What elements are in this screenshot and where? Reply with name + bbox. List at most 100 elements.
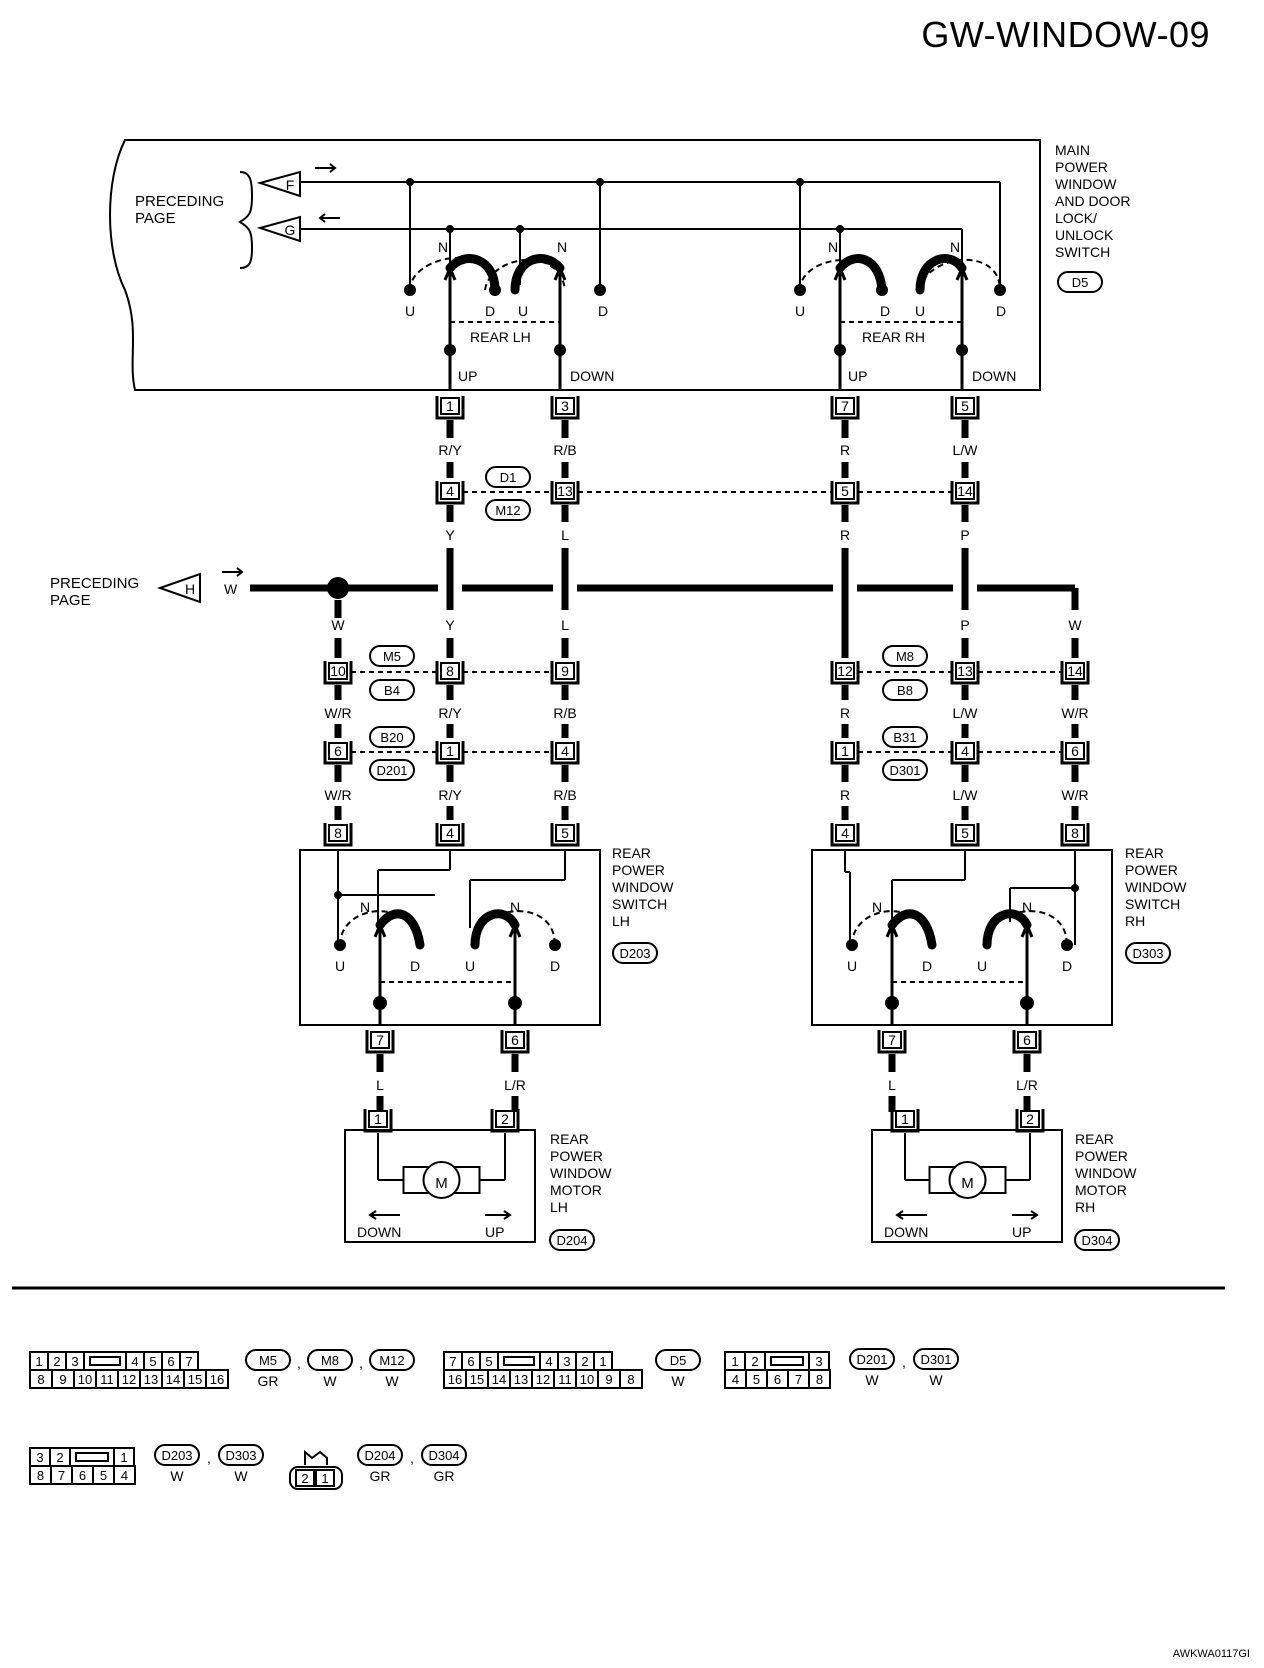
main-switch-pin: 3 bbox=[561, 398, 569, 414]
junction-m12-id: M12 bbox=[495, 503, 520, 518]
switch-arm bbox=[470, 909, 520, 950]
switch-pivot bbox=[1020, 921, 1034, 1003]
wire-color-label: R bbox=[840, 705, 850, 721]
legend-c8b-bottom-pin: 5 bbox=[100, 1468, 107, 1483]
rear-switch-lh-label: REAR bbox=[612, 845, 651, 861]
legend-d5-top-pin: 5 bbox=[485, 1354, 492, 1369]
rear-switch-bottom-pin-box bbox=[882, 1031, 902, 1049]
junction-b4-id-oval bbox=[369, 679, 415, 701]
motor-label: REAR bbox=[550, 1131, 589, 1147]
switch-u-label: U bbox=[465, 958, 475, 974]
junction-d201-id-oval bbox=[369, 759, 415, 781]
preceding-page-label: PRECEDING bbox=[135, 193, 224, 210]
legend-c16-top-pin: 6 bbox=[167, 1354, 174, 1369]
junction-d1-pin: 14 bbox=[957, 483, 973, 499]
rear-switch-rh-label: RH bbox=[1125, 913, 1145, 929]
junction-d1-id: D1 bbox=[500, 470, 517, 485]
rear-switch-box bbox=[299, 849, 601, 1026]
switch-u-label: U bbox=[847, 958, 857, 974]
junction-d1-pin: 5 bbox=[841, 483, 849, 499]
junction-b31-id: B31 bbox=[893, 730, 916, 745]
junction-d1-pin: 13 bbox=[557, 483, 573, 499]
rear-switch-top-pin: 4 bbox=[841, 825, 849, 841]
rear-switch-rh-label: REAR bbox=[1125, 845, 1164, 861]
legend-c8b-bottom-pin: 7 bbox=[58, 1468, 65, 1483]
legend-connector-id-oval bbox=[154, 1444, 200, 1466]
brace bbox=[238, 171, 254, 269]
legend-connector-id-oval bbox=[849, 1348, 895, 1370]
splice-dot bbox=[1061, 939, 1073, 951]
junction-m8-pin: 14 bbox=[1067, 663, 1083, 679]
wire-color-label: W/R bbox=[1061, 787, 1088, 803]
junction-b20-pin: 6 bbox=[334, 743, 342, 759]
rear-switch-bottom-pin: 6 bbox=[511, 1032, 519, 1048]
switch-u-label: U bbox=[405, 303, 415, 319]
rear-switch-rh-label: WINDOW bbox=[1125, 879, 1187, 895]
legend-connector-id-oval bbox=[655, 1349, 701, 1371]
arrow-right bbox=[1012, 1210, 1039, 1220]
legend-comma: , bbox=[902, 1354, 906, 1370]
motor-pin-bracket bbox=[1015, 1109, 1045, 1133]
rear-switch-top-pin-box bbox=[1065, 824, 1085, 842]
main-switch-pin-box bbox=[955, 397, 975, 415]
switch-d-label: D bbox=[922, 958, 932, 974]
junction-b31-pin-box bbox=[835, 742, 855, 760]
legend-d5-bottom-pin: 12 bbox=[536, 1372, 550, 1387]
legend-c8b-bottom-pin: 6 bbox=[79, 1468, 86, 1483]
page-title: GW-WINDOW-09 bbox=[921, 14, 1210, 55]
motor-m-label: M bbox=[435, 1175, 448, 1192]
down-label: DOWN bbox=[972, 368, 1016, 384]
rear-switch-bottom-pin: 6 bbox=[1023, 1032, 1031, 1048]
wire-color-label: L/R bbox=[504, 1077, 526, 1093]
legend-c16-bottom-pin: 13 bbox=[144, 1372, 158, 1387]
legend-c2-cell bbox=[295, 1469, 315, 1487]
legend-color: W bbox=[385, 1373, 399, 1389]
motor-pin: 2 bbox=[1026, 1111, 1034, 1127]
legend-connector-id: D5 bbox=[670, 1353, 687, 1368]
junction-b31-pin-box bbox=[1065, 742, 1085, 760]
legend-color: W bbox=[929, 1372, 943, 1388]
wire-color-label: R/Y bbox=[438, 787, 462, 803]
motor-label: LH bbox=[550, 1199, 568, 1215]
main-switch-box bbox=[109, 139, 1041, 391]
rear-rh-label: REAR RH bbox=[862, 329, 925, 345]
legend-connector-id: D204 bbox=[364, 1448, 395, 1463]
wire-color-label: R/Y bbox=[438, 442, 462, 458]
connector-f-letter: F bbox=[286, 177, 295, 193]
legend-c8-bottom-pin: 5 bbox=[753, 1372, 760, 1387]
legend-d5-bottom-pin: 13 bbox=[514, 1372, 528, 1387]
motor-pin-bracket bbox=[363, 1109, 393, 1133]
motor-label: POWER bbox=[1075, 1148, 1128, 1164]
splice-dot bbox=[994, 284, 1006, 296]
switch-arm bbox=[982, 909, 1032, 950]
wire-color-label: L/R bbox=[1016, 1077, 1038, 1093]
rear-switch-bottom-pin-bracket bbox=[500, 1030, 530, 1054]
splice-dot bbox=[594, 284, 606, 296]
motor-circle bbox=[948, 1161, 987, 1199]
wire-color-label: Y bbox=[445, 617, 455, 633]
legend-d5-bottom-pin: 15 bbox=[470, 1372, 484, 1387]
junction-m5-pin: 10 bbox=[330, 663, 346, 679]
switch-arm bbox=[375, 909, 425, 950]
main-switch-connector-oval bbox=[1057, 271, 1103, 293]
legend-c8b-top-pin: 2 bbox=[56, 1450, 63, 1465]
legend-c8b-top-pin: 1 bbox=[120, 1450, 127, 1465]
junction-m8-pin: 12 bbox=[837, 663, 853, 679]
splice-dot bbox=[846, 939, 858, 951]
motor-pin-bracket bbox=[890, 1109, 920, 1133]
motor-lh-connector: D204 bbox=[556, 1233, 587, 1248]
legend-d5-bottom-pin: 14 bbox=[492, 1372, 506, 1387]
legend-connector-id-oval bbox=[421, 1444, 467, 1466]
switch-n-label: N bbox=[950, 239, 960, 255]
legend-d5-top-pin: 4 bbox=[545, 1354, 552, 1369]
legend-color: GR bbox=[258, 1373, 279, 1389]
junction-m5-pin: 9 bbox=[561, 663, 569, 679]
up-label: UP bbox=[848, 368, 867, 384]
legend-color: GR bbox=[370, 1468, 391, 1484]
switch-arc bbox=[851, 910, 933, 946]
legend-c2-pin: 2 bbox=[301, 1471, 308, 1486]
rear-switch-bottom-pin-bracket bbox=[365, 1030, 395, 1054]
wire-color-label: L bbox=[376, 1077, 384, 1093]
junction-m8-id-oval bbox=[882, 645, 928, 667]
legend-color: W bbox=[170, 1468, 184, 1484]
